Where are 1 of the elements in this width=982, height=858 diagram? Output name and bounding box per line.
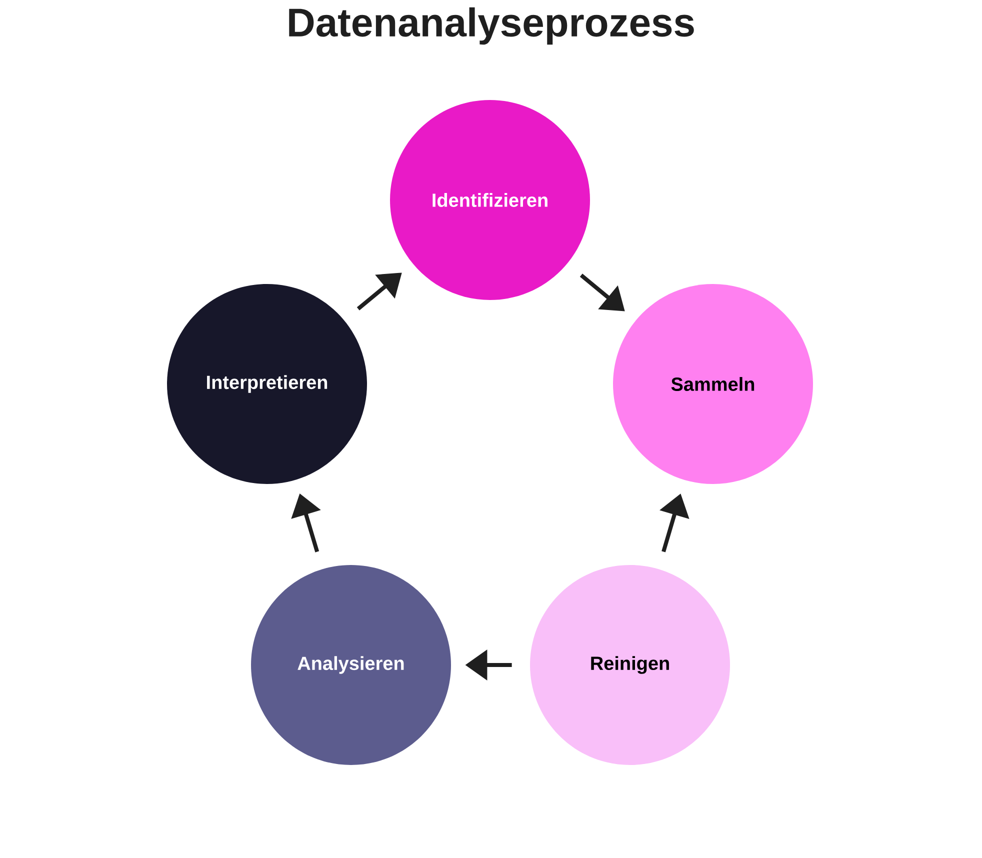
title: Datenanalyseprozess [289, 7, 694, 45]
